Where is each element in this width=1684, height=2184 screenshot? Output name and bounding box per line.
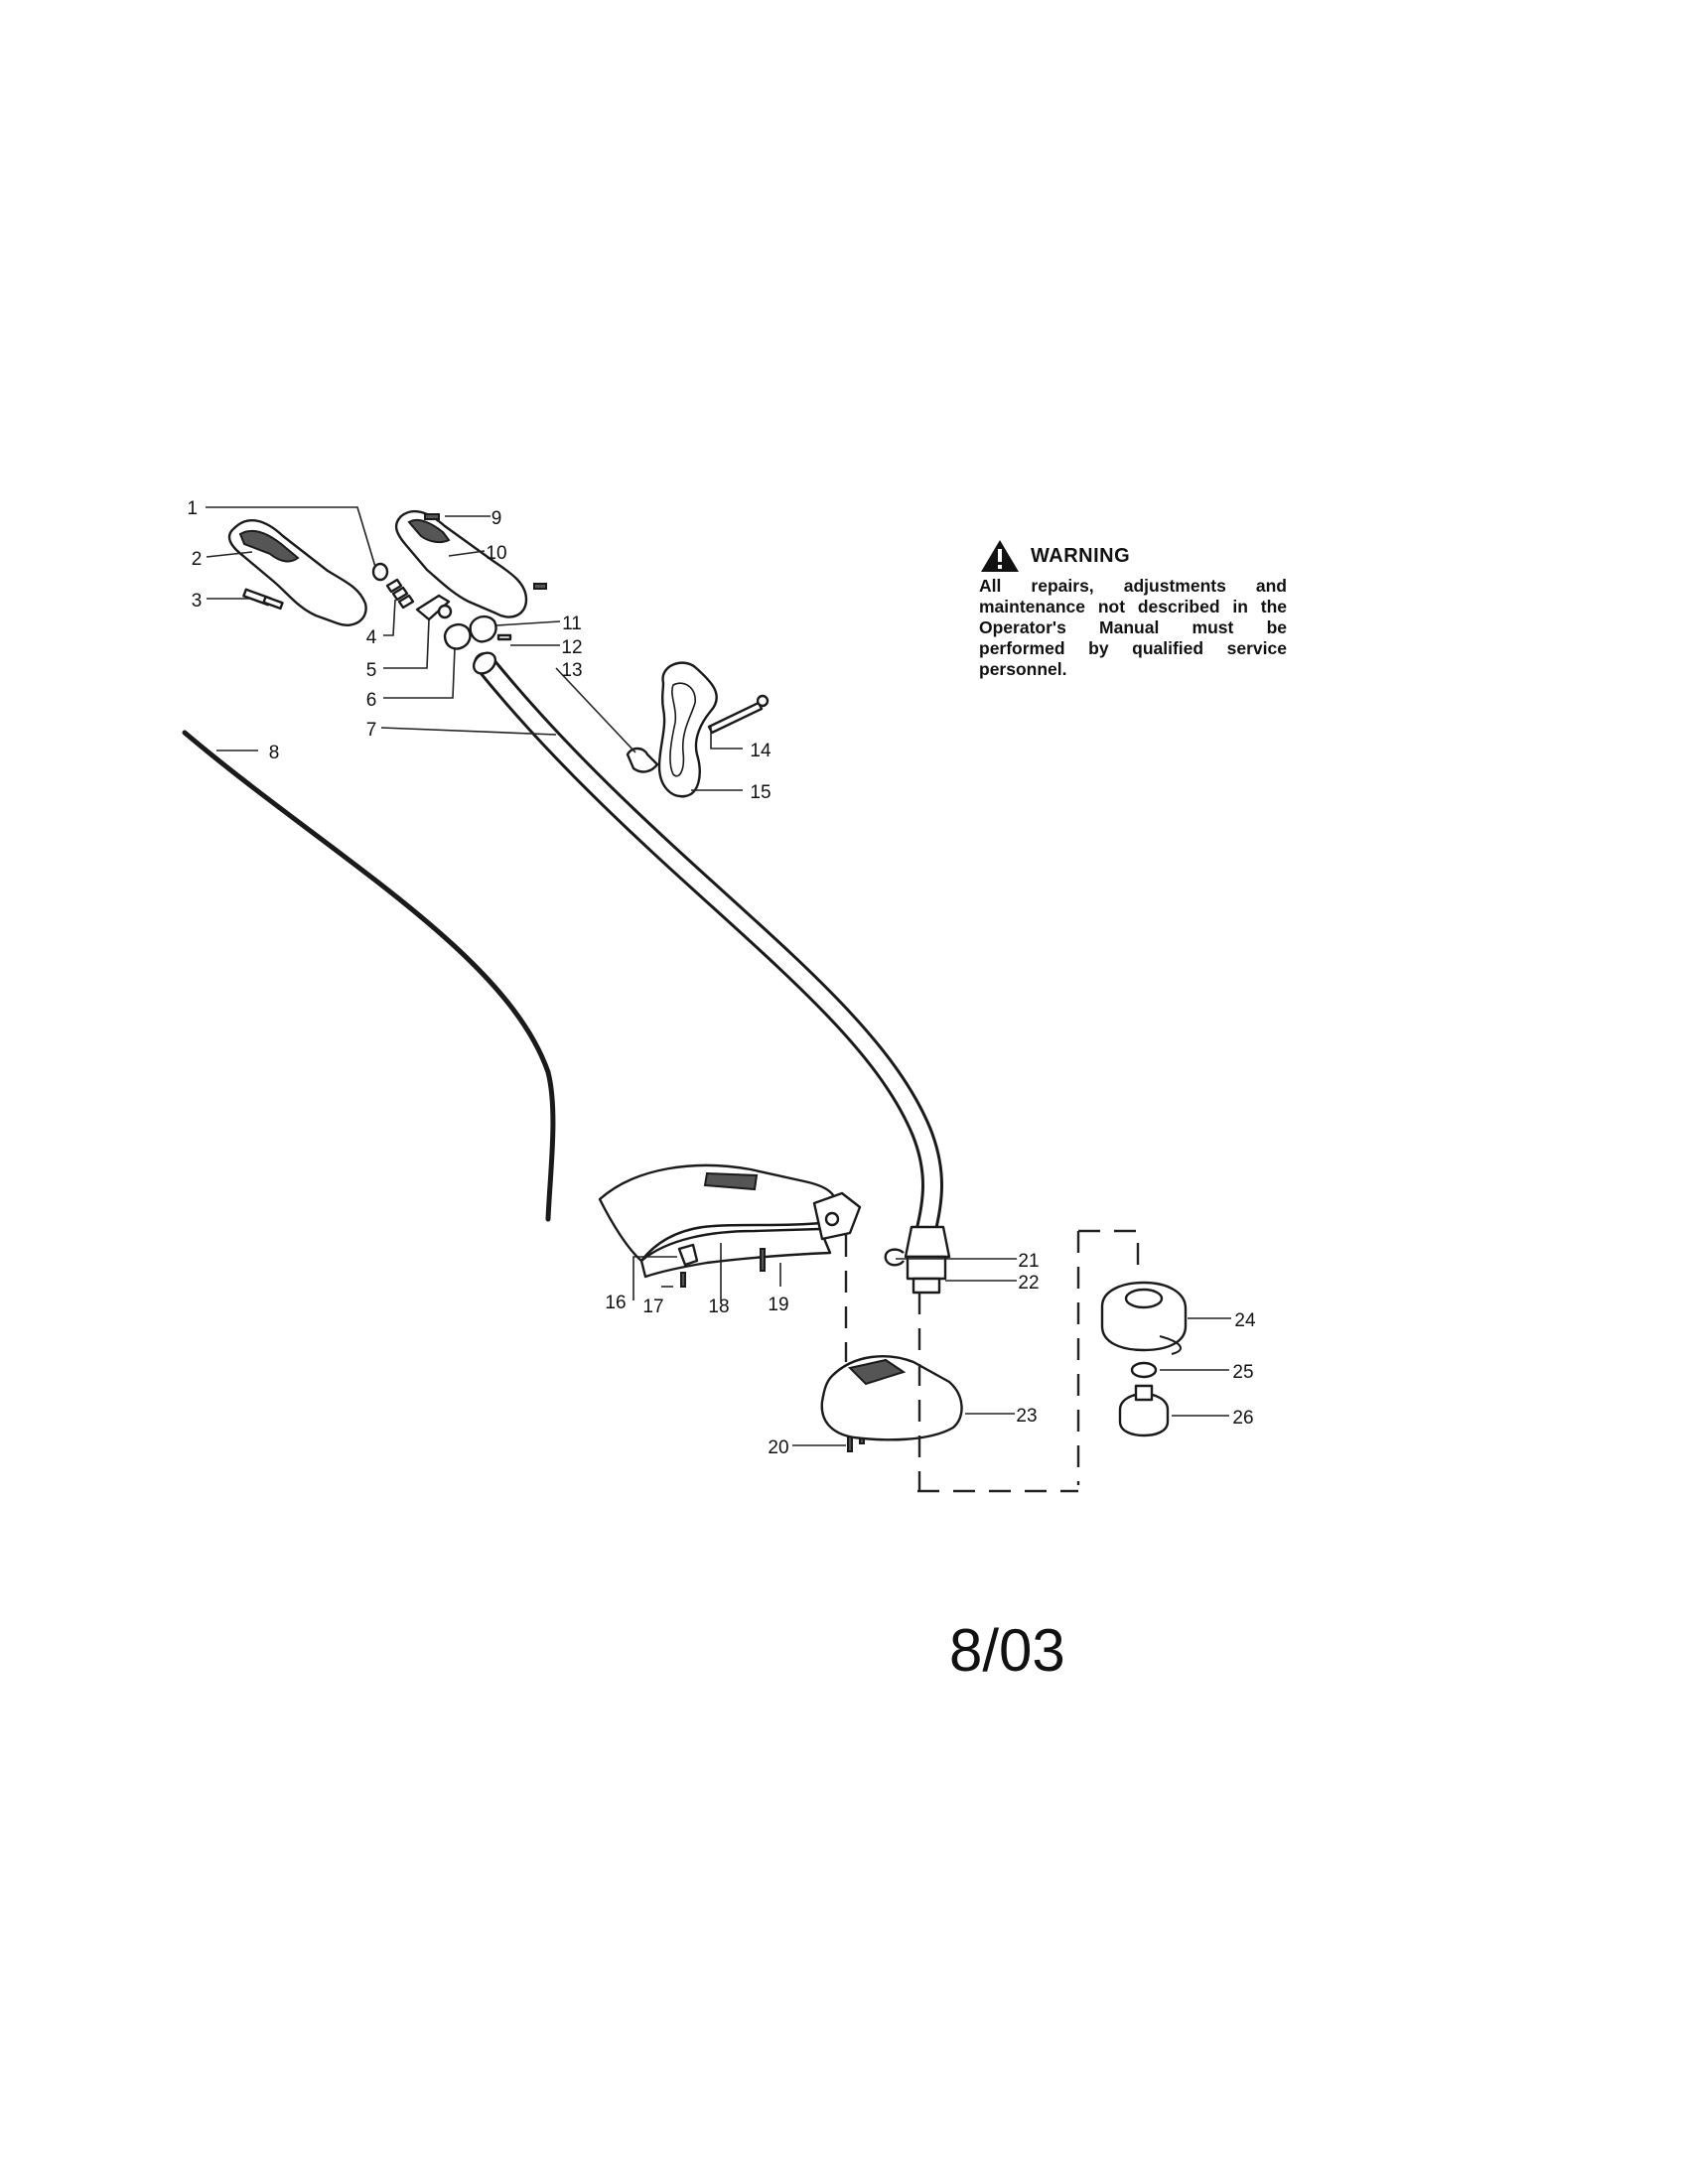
screw-12 — [496, 633, 512, 641]
callout-16: 16 — [605, 1293, 626, 1313]
callout-15: 15 — [750, 782, 771, 803]
warning-title: WARNING — [1031, 544, 1131, 567]
callout-12: 12 — [561, 637, 582, 658]
knob-13 — [626, 747, 659, 773]
callout-7: 7 — [366, 720, 377, 741]
warning-header: WARNING — [979, 538, 1287, 574]
flex-cable — [182, 730, 556, 1222]
callout-22: 22 — [1018, 1273, 1039, 1294]
callout-1: 1 — [187, 498, 198, 519]
callout-6: 6 — [366, 690, 377, 711]
callout-2: 2 — [192, 549, 203, 570]
clamp-6 — [443, 623, 472, 650]
callout-10: 10 — [486, 543, 506, 564]
screw-9 — [424, 513, 440, 520]
callout-9: 9 — [491, 508, 502, 529]
callout-18: 18 — [708, 1297, 729, 1317]
guard — [820, 1355, 963, 1441]
clamp-11 — [469, 614, 497, 643]
callout-19: 19 — [768, 1295, 788, 1315]
date-stamp: 8/03 — [949, 1617, 1065, 1684]
trigger-5 — [415, 594, 451, 621]
screw-19 — [760, 1248, 766, 1272]
callout-13: 13 — [561, 660, 582, 681]
clip-21 — [884, 1248, 905, 1267]
callout-20: 20 — [768, 1437, 788, 1458]
warning-text: All repairs, adjustments and maintenance… — [979, 576, 1287, 679]
callout-3: 3 — [192, 591, 203, 612]
callout-5: 5 — [366, 660, 377, 681]
spool-24 — [1100, 1281, 1188, 1352]
callout-25: 25 — [1232, 1362, 1253, 1383]
callout-17: 17 — [642, 1297, 663, 1317]
spring-4 — [385, 578, 415, 610]
callout-4: 4 — [366, 627, 377, 648]
warning-triangle-icon — [981, 540, 1019, 572]
clip-16 — [677, 1243, 699, 1267]
washer-25 — [1130, 1361, 1158, 1379]
callout-26: 26 — [1232, 1408, 1253, 1429]
callout-24: 24 — [1234, 1310, 1256, 1331]
warning-box: WARNING All repairs, adjustments and mai… — [979, 538, 1287, 680]
callout-11: 11 — [562, 614, 582, 634]
washer-1 — [371, 562, 389, 582]
callout-14: 14 — [750, 741, 772, 761]
spindle-nut — [906, 1255, 947, 1281]
screw-17 — [680, 1272, 686, 1288]
bolt-14 — [707, 701, 764, 735]
callout-23: 23 — [1016, 1406, 1037, 1427]
callout-21: 21 — [1018, 1251, 1039, 1272]
callout-8: 8 — [269, 743, 280, 763]
bumper-handle — [657, 661, 718, 798]
